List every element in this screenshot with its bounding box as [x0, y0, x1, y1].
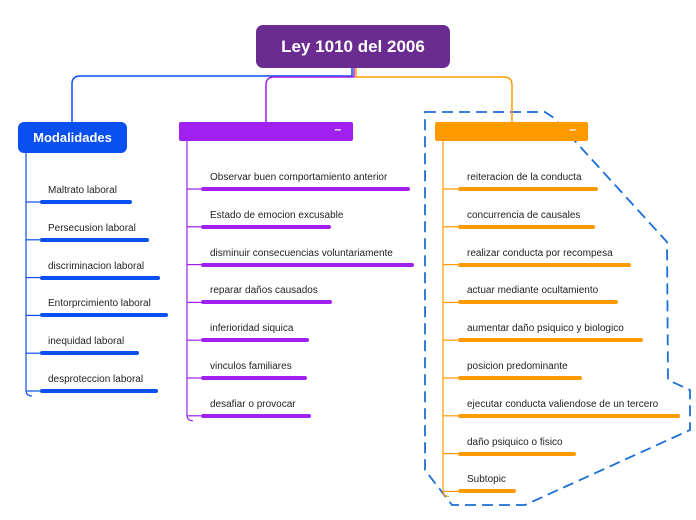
leaf-topic[interactable]: concurrencia de causales: [467, 209, 581, 221]
leaf-underline: [40, 351, 139, 356]
root-title: Ley 1010 del 2006: [281, 36, 425, 56]
connector-root-atenuantes: [265, 68, 355, 122]
leaf-underline: [458, 187, 598, 191]
leaf-topic[interactable]: inequidad laboral: [48, 336, 125, 348]
leaf-topic[interactable]: daño psiquico o fisico: [467, 436, 563, 448]
leaf-topic[interactable]: inferioridad siquica: [210, 323, 294, 335]
leaf-underline: [201, 187, 410, 191]
leaf-topic[interactable]: Persecusion laboral: [48, 222, 136, 234]
leaf-underline: [458, 262, 631, 267]
leaf-underline: [40, 313, 168, 318]
leaf-underline: [201, 338, 309, 343]
leaf-topic[interactable]: desproteccion laboral: [48, 374, 144, 385]
collapse-toggle[interactable]: –: [569, 122, 576, 136]
branch-atenuantes[interactable]: –: [179, 122, 353, 141]
leaf-underline: [458, 300, 618, 305]
connector-root-modalidades: [71, 68, 353, 122]
branch-title: Modalidades: [33, 130, 112, 145]
root-topic[interactable]: Ley 1010 del 2006: [256, 25, 450, 68]
leaf-topic[interactable]: Estado de emocion excusable: [210, 209, 344, 221]
leaf-topic[interactable]: Observar buen comportamiento anterior: [210, 172, 388, 183]
leaf-topic[interactable]: aumentar daño psiquico y biologico: [467, 323, 624, 335]
leaf-underline: [201, 376, 307, 380]
branch-agravantes[interactable]: –: [435, 122, 588, 141]
leaf-underline: [458, 224, 595, 229]
leaf-topic[interactable]: Entorprcimiento laboral: [48, 298, 151, 310]
leaf-underline: [458, 489, 516, 494]
leaf-underline: [40, 200, 132, 204]
connector-root-agravantes: [355, 68, 513, 122]
leaf-underline: [458, 413, 680, 418]
leaf-underline: [201, 413, 311, 418]
leaf-topic[interactable]: posicion predominante: [467, 361, 568, 372]
leaf-underline: [458, 451, 576, 456]
branch-spine: [25, 153, 33, 397]
leaf-topic[interactable]: Maltrato laboral: [48, 185, 117, 196]
leaf-topic[interactable]: reiteracion de la conducta: [467, 172, 582, 183]
leaf-underline: [40, 237, 149, 242]
leaf-topic[interactable]: realizar conducta por recompesa: [467, 247, 613, 259]
leaf-topic[interactable]: reparar daños causados: [210, 285, 318, 297]
leaf-topic[interactable]: Subtopic: [467, 474, 506, 486]
leaf-topic[interactable]: desafiar o provocar: [210, 398, 296, 410]
leaf-topic[interactable]: disminuir consecuencias voluntariamente: [210, 247, 393, 259]
branch-spine: [186, 141, 194, 422]
leaf-underline: [458, 338, 643, 343]
leaf-topic[interactable]: actuar mediante ocultamiento: [467, 285, 599, 297]
collapse-toggle[interactable]: –: [334, 122, 341, 136]
leaf-underline: [458, 376, 582, 380]
branch-modalidades[interactable]: Modalidades: [18, 122, 127, 153]
leaf-underline: [40, 389, 158, 393]
leaf-underline: [201, 224, 331, 229]
leaf-topic[interactable]: vinculos familiares: [210, 361, 292, 372]
leaf-topic[interactable]: ejecutar conducta valiendose de un terce…: [467, 398, 659, 410]
leaf-topic[interactable]: discriminacion laboral: [48, 260, 145, 272]
leaf-underline: [201, 262, 414, 267]
leaf-underline: [40, 275, 160, 280]
leaf-underline: [201, 300, 332, 305]
branch-spine: [442, 141, 450, 497]
